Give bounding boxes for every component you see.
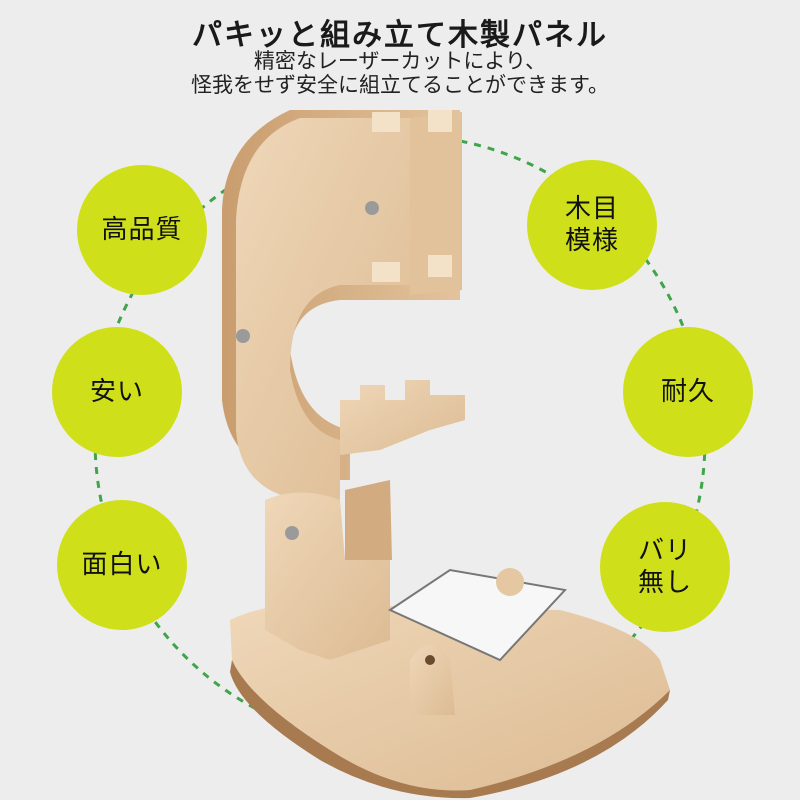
subtitle-line-1: 精密なレーザーカットにより、 [253, 49, 547, 73]
feature-badge-wood-grain: 木目 模様 [527, 160, 657, 290]
subtitle-line-2: 怪我をせず安全に組立てることができます。 [191, 73, 609, 97]
feature-label: 安い [89, 377, 144, 407]
feature-badge-fun: 面白い [57, 500, 187, 630]
feature-label-line1: 木目 [564, 194, 619, 224]
feature-label-line1: バリ [637, 536, 692, 566]
page-subtitle: 精密なレーザーカットにより、 怪我をせず安全に組立てることができます。 [0, 49, 800, 97]
feature-badge-durable: 耐久 [623, 327, 753, 457]
feature-badge-cheap: 安い [52, 327, 182, 457]
feature-label-line2: 模様 [564, 226, 619, 256]
feature-label: 面白い [81, 550, 163, 580]
feature-badge-high-quality: 高品質 [77, 165, 207, 295]
feature-badge-no-burrs: バリ 無し [600, 502, 730, 632]
feature-label: 高品質 [101, 215, 183, 245]
feature-label: 耐久 [660, 377, 715, 407]
feature-label-line2: 無し [637, 568, 692, 598]
page-title: パキッと組み立て木製パネル [192, 18, 608, 53]
